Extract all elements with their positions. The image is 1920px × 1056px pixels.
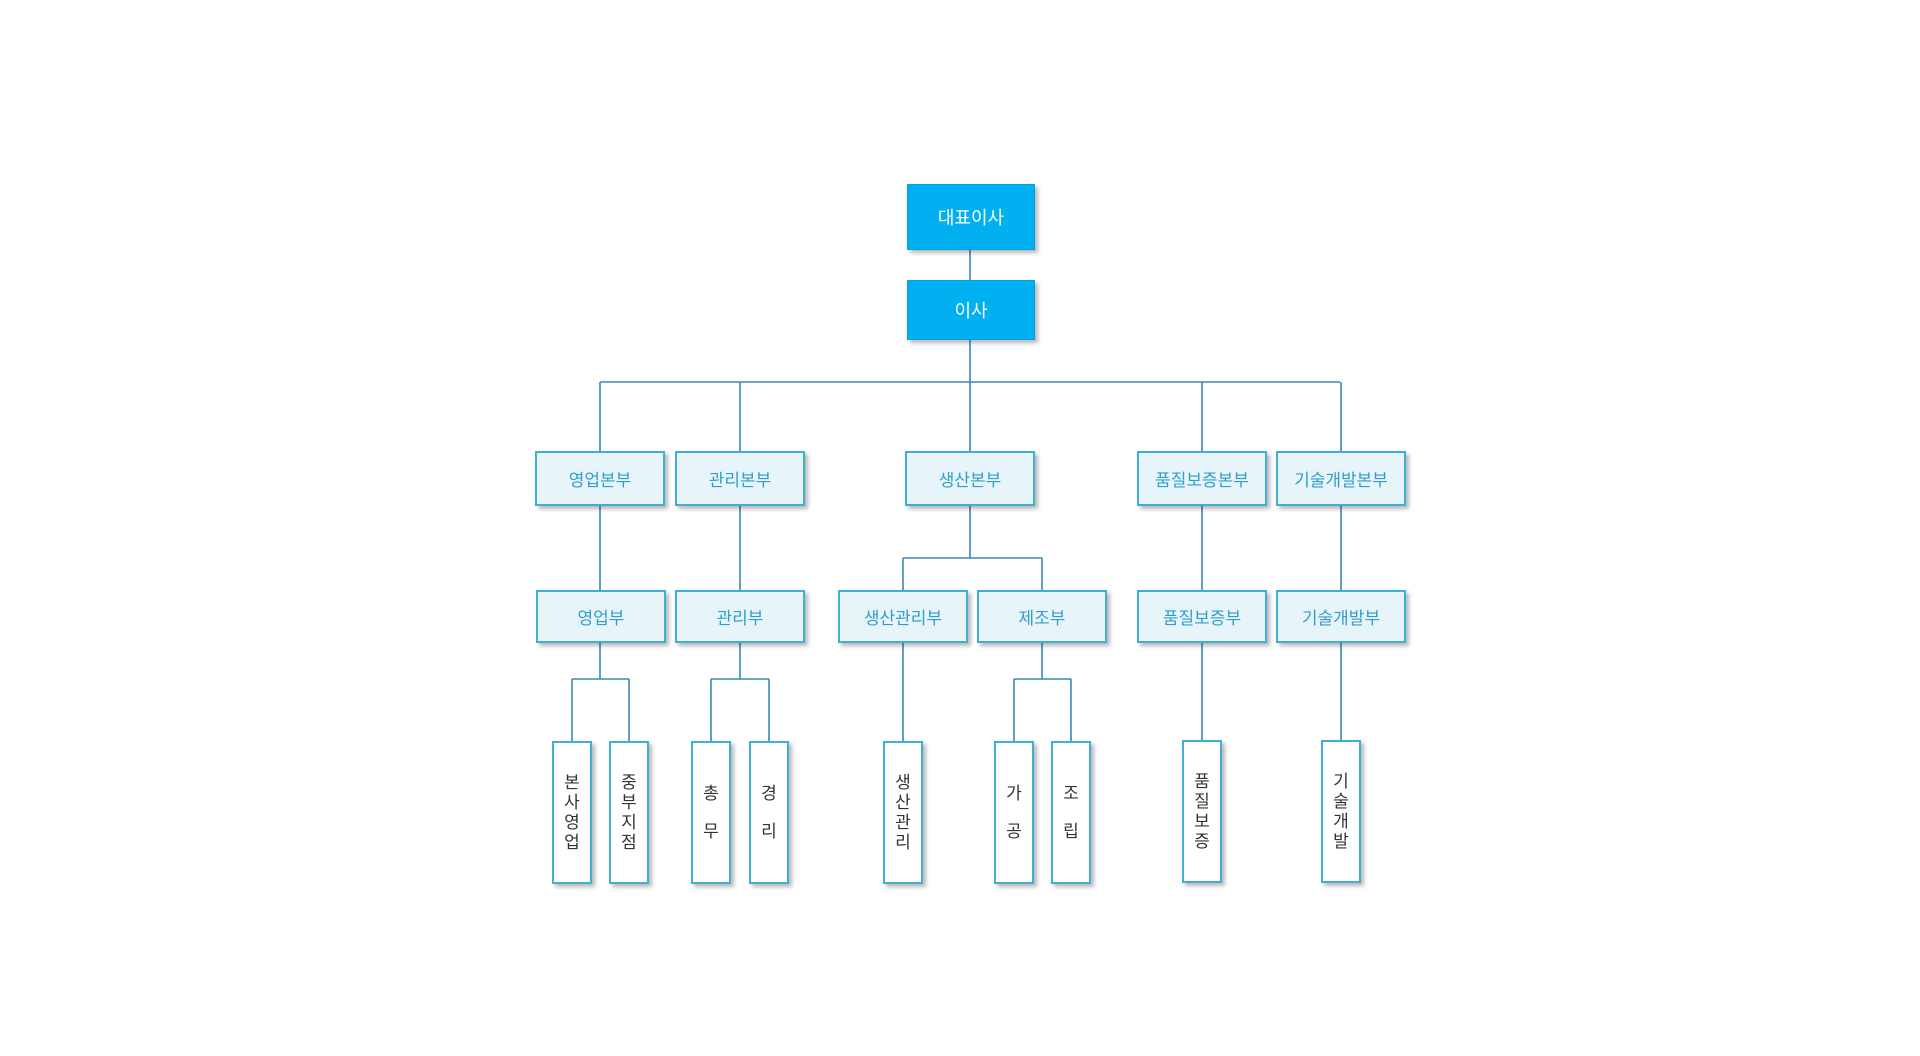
division-box-qa: 품질보증본부 [1137, 451, 1267, 506]
department-label: 품질보증부 [1162, 609, 1242, 629]
director-box: 이사 [907, 280, 1035, 340]
division-label: 기술개발본부 [1294, 471, 1388, 491]
director-label: 이사 [954, 301, 988, 322]
division-box-production: 생산본부 [905, 451, 1035, 506]
department-label: 영업부 [577, 609, 625, 629]
department-label: 제조부 [1018, 609, 1066, 629]
division-box-tech: 기술개발본부 [1276, 451, 1406, 506]
department-box-sales: 영업부 [536, 590, 666, 643]
division-label: 관리본부 [708, 471, 772, 491]
division-box-admin: 관리본부 [675, 451, 805, 506]
ceo-box: 대표이사 [907, 184, 1035, 250]
department-box-admin: 관리부 [675, 590, 805, 643]
department-box-manufacturing: 제조부 [977, 590, 1107, 643]
division-label: 영업본부 [568, 471, 632, 491]
department-box-tech: 기술개발부 [1276, 590, 1406, 643]
department-label: 기술개발부 [1301, 609, 1381, 629]
ceo-label: 대표이사 [937, 208, 1005, 229]
department-label: 관리부 [716, 609, 764, 629]
division-label: 생산본부 [938, 471, 1002, 491]
department-box-production-control: 생산관리부 [838, 590, 968, 643]
department-label: 생산관리부 [863, 609, 943, 629]
division-label: 품질보증본부 [1155, 471, 1249, 491]
department-box-qa: 품질보증부 [1137, 590, 1267, 643]
division-box-sales: 영업본부 [535, 451, 665, 506]
